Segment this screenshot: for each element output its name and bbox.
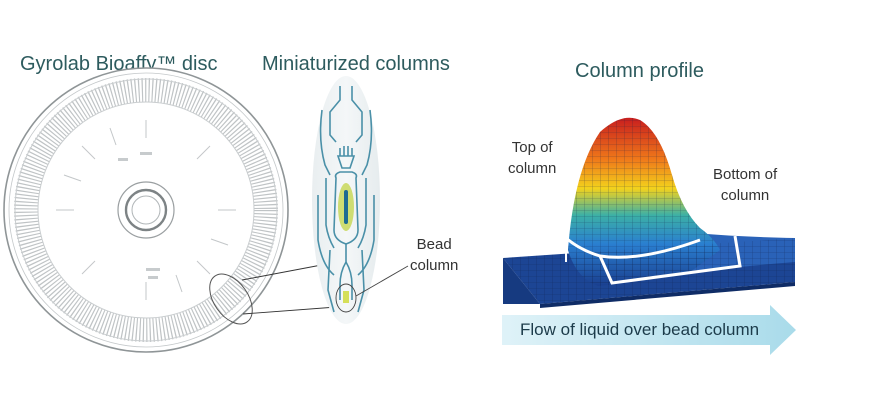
bead-label-line2: column — [410, 257, 459, 274]
flow-arrow — [502, 305, 796, 355]
bottom-label-line1: Bottom of — [713, 166, 778, 183]
flow-label: Flow of liquid over bead column — [520, 320, 760, 339]
bottom-label-line2: column — [720, 187, 770, 204]
profile-title: Column profile — [575, 60, 704, 82]
zoom-line-top — [241, 262, 333, 281]
column-profile-surface — [503, 117, 795, 308]
bottom-of-column-label: Bottom of column — [713, 164, 777, 206]
gyrolab-disc — [3, 67, 289, 353]
bead-label-line1: Bead — [416, 236, 452, 253]
columns-title: Miniaturized columns — [262, 53, 450, 75]
bead-pointer — [355, 265, 409, 297]
top-label-line2: column — [508, 160, 557, 177]
bead-column-label: Bead column — [410, 234, 458, 276]
top-label-line1: Top of — [511, 139, 553, 156]
miniaturized-column — [312, 76, 380, 324]
top-of-column-label: Top of column — [508, 137, 556, 179]
